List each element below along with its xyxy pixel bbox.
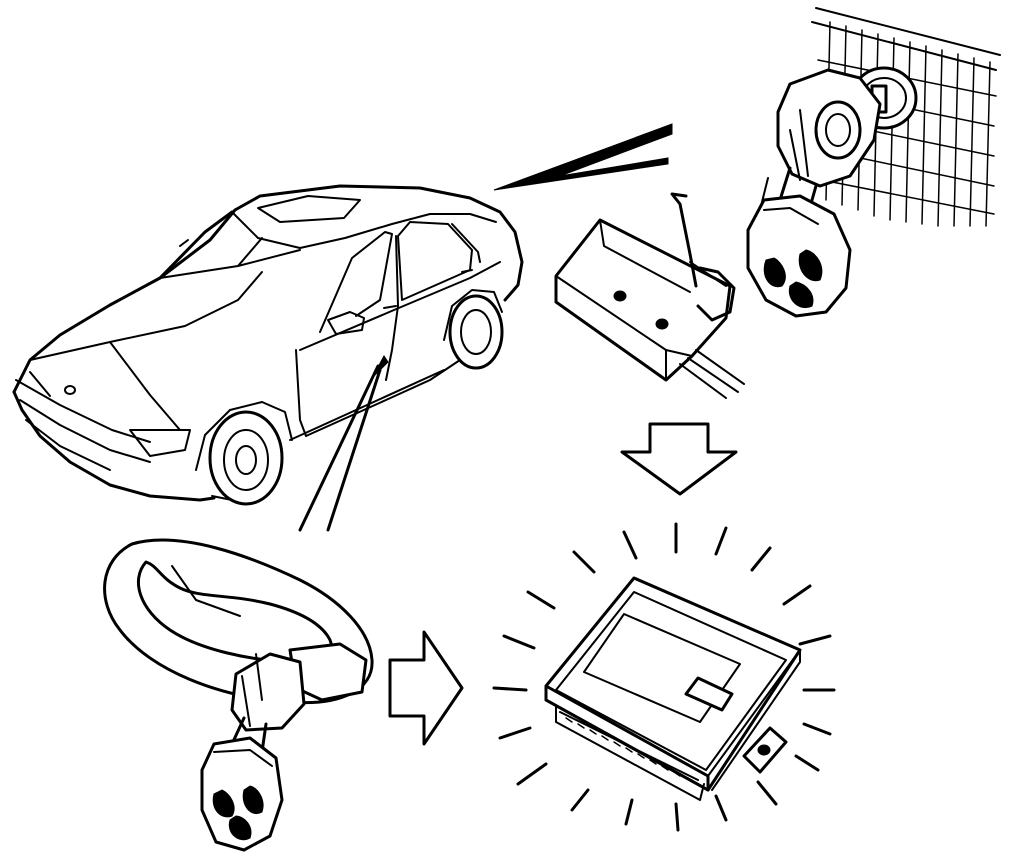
key-fob-icon [200,736,284,852]
key-holder-icon [103,538,374,762]
key-fob-icon [746,194,852,318]
car-icon [12,184,524,506]
glow-rays-icon [492,522,836,832]
arrow-right-icon [388,630,464,746]
pointer-lines-icon [493,123,673,191]
arrow-down-icon [620,422,738,496]
key-holder-icon [554,192,745,399]
door-handle-icon [383,305,397,309]
control-module-icon [544,576,802,801]
ignition-lock-icon [759,66,918,227]
pointer-lines-icon [298,355,389,532]
